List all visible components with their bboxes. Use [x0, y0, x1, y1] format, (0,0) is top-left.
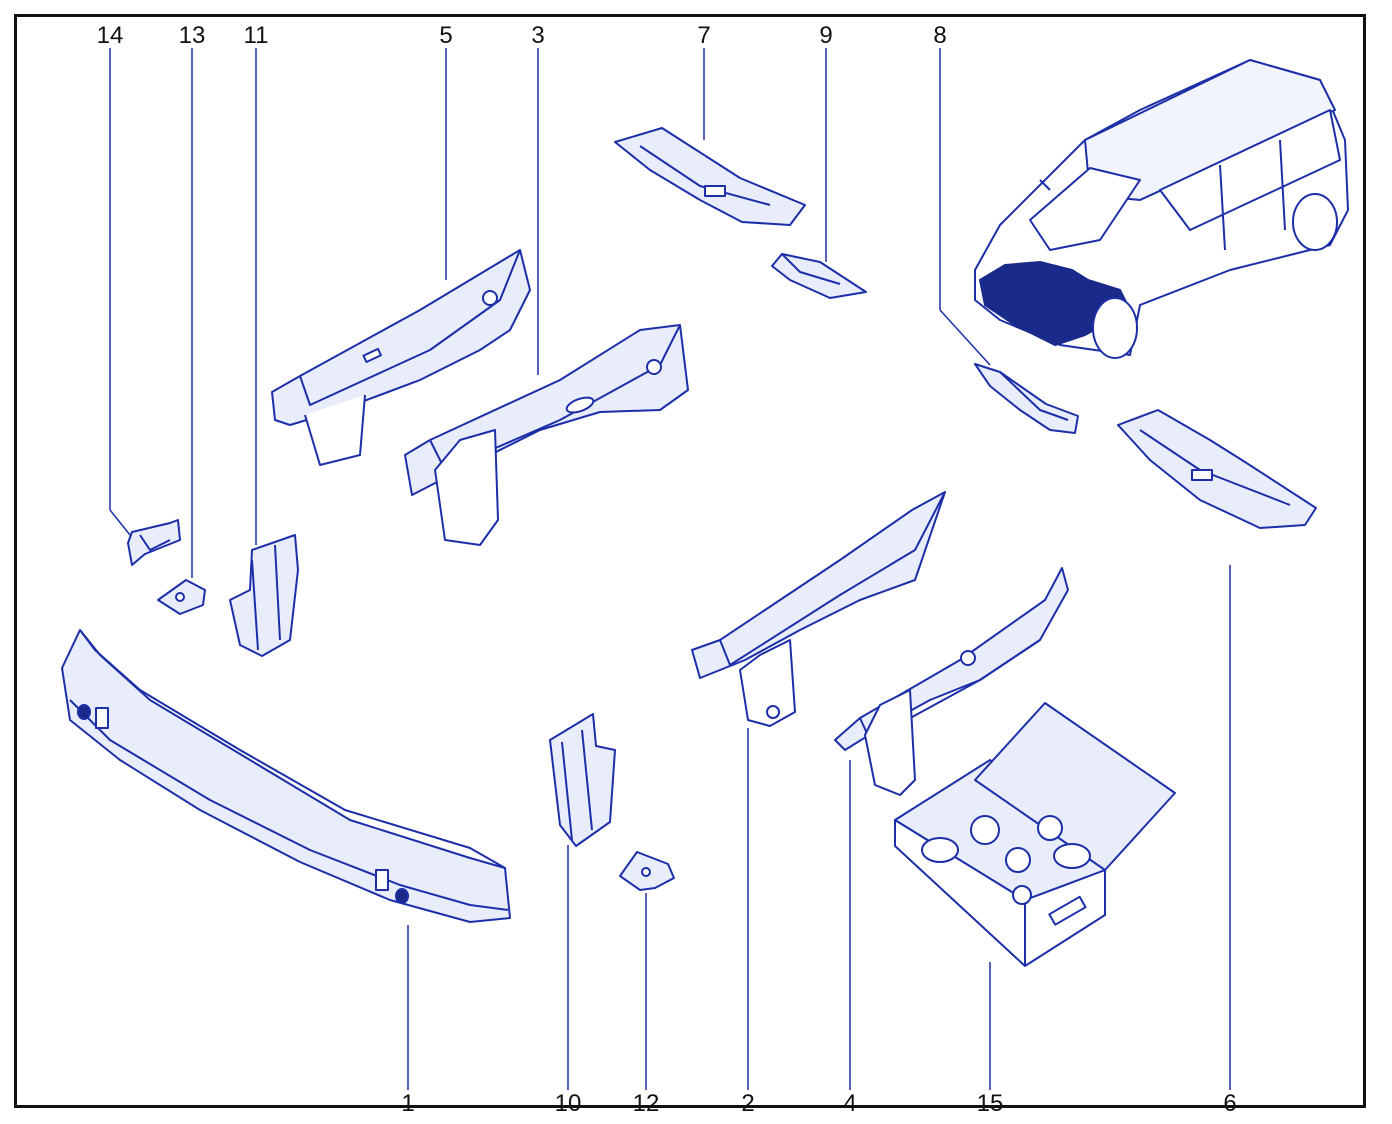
- callout-11: 11: [243, 22, 269, 49]
- callout-13: 13: [178, 22, 206, 49]
- part-12-clip: [620, 852, 674, 890]
- callout-6: 6: [1223, 1090, 1237, 1117]
- part-9-small-bracket: [772, 254, 866, 298]
- part-7-upper-rear-rail: [615, 128, 805, 225]
- callout-5: 5: [439, 22, 453, 49]
- callout-9: 9: [819, 22, 833, 49]
- callout-12: 12: [632, 1090, 660, 1117]
- part-10-vertical-bracket: [550, 714, 615, 846]
- callout-7: 7: [697, 22, 711, 49]
- callout-3: 3: [531, 22, 545, 49]
- callout-1: 1: [401, 1090, 415, 1117]
- part-8-small-bracket: [975, 364, 1078, 433]
- part-13-nut-plate: [158, 580, 205, 614]
- leader-8-tip: [939, 309, 991, 366]
- callout-15: 15: [976, 1090, 1004, 1117]
- part-15-hardware-kit-box: [895, 703, 1175, 966]
- part-4-right-upper-rail: [835, 568, 1068, 795]
- leader-14-tip: [109, 509, 131, 536]
- part-1-bumper-beam: [62, 630, 510, 922]
- part-6-right-rear-rail: [1118, 410, 1316, 528]
- part-2-right-main-rail: [692, 492, 945, 726]
- part-3-left-main-rail: [405, 325, 688, 545]
- callout-2: 2: [741, 1090, 755, 1117]
- callout-10: 10: [554, 1090, 582, 1117]
- part-14-bracket: [128, 520, 180, 565]
- callout-14: 14: [96, 22, 124, 49]
- callout-4: 4: [843, 1090, 857, 1117]
- part-11-vertical-bracket: [230, 535, 298, 656]
- part-5-left-upper-rail: [272, 250, 530, 465]
- vehicle-location-illustration: [975, 60, 1348, 358]
- leader-lines: [109, 48, 1231, 1090]
- callout-8: 8: [933, 22, 947, 49]
